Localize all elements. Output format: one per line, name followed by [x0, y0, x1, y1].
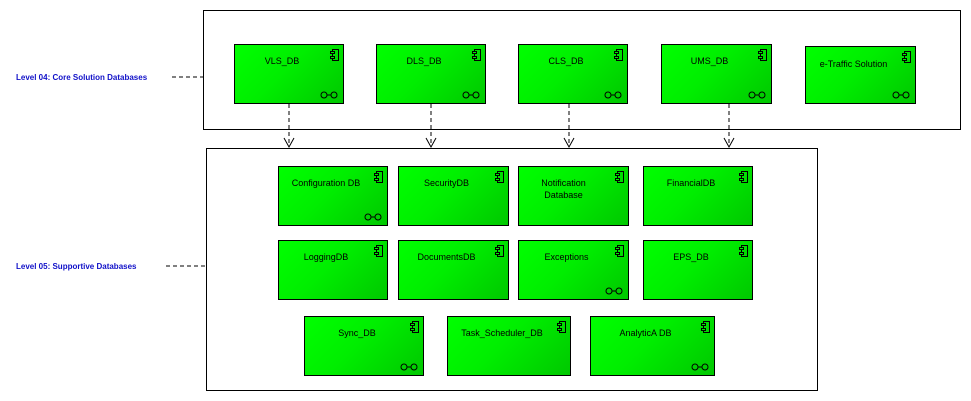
- component-task-scheduler-db[interactable]: Task_Scheduler_DB: [447, 316, 571, 376]
- port-icon: [462, 91, 480, 99]
- component-name: CLS_DB: [548, 56, 584, 66]
- component-icon: [374, 171, 383, 183]
- component-e-traffic-solution[interactable]: e-Traffic Solution: [805, 46, 916, 104]
- component-cls-db[interactable]: CLS_DB: [518, 44, 628, 104]
- component-name: e-Traffic Solution: [819, 59, 888, 69]
- component-name: SecurityDB: [423, 178, 469, 188]
- component-vls-db[interactable]: VLS_DB: [234, 44, 344, 104]
- component-configuration-db[interactable]: Configuration DB: [278, 166, 388, 226]
- component-name: UMS_DB: [690, 56, 729, 66]
- port-icon: [604, 91, 622, 99]
- component-name: LoggingDB: [303, 252, 349, 262]
- component-name: FinancialDB: [666, 178, 716, 188]
- level-04-label: Level 04: Core Solution Databases: [16, 73, 148, 82]
- component-name: VLS_DB: [264, 56, 300, 66]
- component-exceptions[interactable]: Exceptions: [518, 240, 629, 300]
- component-name: EPS_DB: [673, 252, 709, 262]
- component-icon: [739, 171, 748, 183]
- component-notification-database[interactable]: Notification Database: [518, 166, 629, 226]
- component-icon: [410, 321, 419, 333]
- component-name: Exceptions: [544, 252, 589, 262]
- arrowhead-ums: [723, 137, 735, 149]
- component-icon: [615, 245, 624, 257]
- component-icon: [701, 321, 710, 333]
- component-icon: [739, 245, 748, 257]
- arrowhead-vls: [283, 137, 295, 149]
- component-name: Task_Scheduler_DB: [461, 328, 543, 338]
- component-icon: [472, 49, 481, 61]
- component-dls-db[interactable]: DLS_DB: [376, 44, 486, 104]
- component-eps-db[interactable]: EPS_DB: [643, 240, 753, 300]
- component-analytica-db[interactable]: AnalyticA DB: [590, 316, 715, 376]
- level-05-label: Level 05: Supportive Databases: [16, 262, 137, 271]
- component-name: Notification Database: [541, 178, 586, 200]
- component-ums-db[interactable]: UMS_DB: [661, 44, 772, 104]
- port-icon: [748, 91, 766, 99]
- component-icon: [495, 245, 504, 257]
- component-sync-db[interactable]: Sync_DB: [304, 316, 424, 376]
- arrowhead-dls: [425, 137, 437, 149]
- component-icon: [495, 171, 504, 183]
- port-icon: [364, 213, 382, 221]
- port-icon: [320, 91, 338, 99]
- port-icon: [892, 91, 910, 99]
- arrowhead-cls: [563, 137, 575, 149]
- component-name: DocumentsDB: [417, 252, 476, 262]
- port-icon: [691, 363, 709, 371]
- port-icon: [605, 287, 623, 295]
- component-icon: [614, 49, 623, 61]
- component-financial-db[interactable]: FinancialDB: [643, 166, 753, 226]
- component-name: Sync_DB: [338, 328, 376, 338]
- port-icon: [400, 363, 418, 371]
- component-name: DLS_DB: [406, 56, 442, 66]
- component-icon: [557, 321, 566, 333]
- component-icon: [615, 171, 624, 183]
- component-icon: [330, 49, 339, 61]
- component-name: AnalyticA DB: [619, 328, 672, 338]
- component-name: Configuration DB: [291, 178, 361, 188]
- component-icon: [902, 51, 911, 63]
- component-documents-db[interactable]: DocumentsDB: [398, 240, 509, 300]
- component-logging-db[interactable]: LoggingDB: [278, 240, 388, 300]
- component-icon: [758, 49, 767, 61]
- component-security-db[interactable]: SecurityDB: [398, 166, 509, 226]
- component-icon: [374, 245, 383, 257]
